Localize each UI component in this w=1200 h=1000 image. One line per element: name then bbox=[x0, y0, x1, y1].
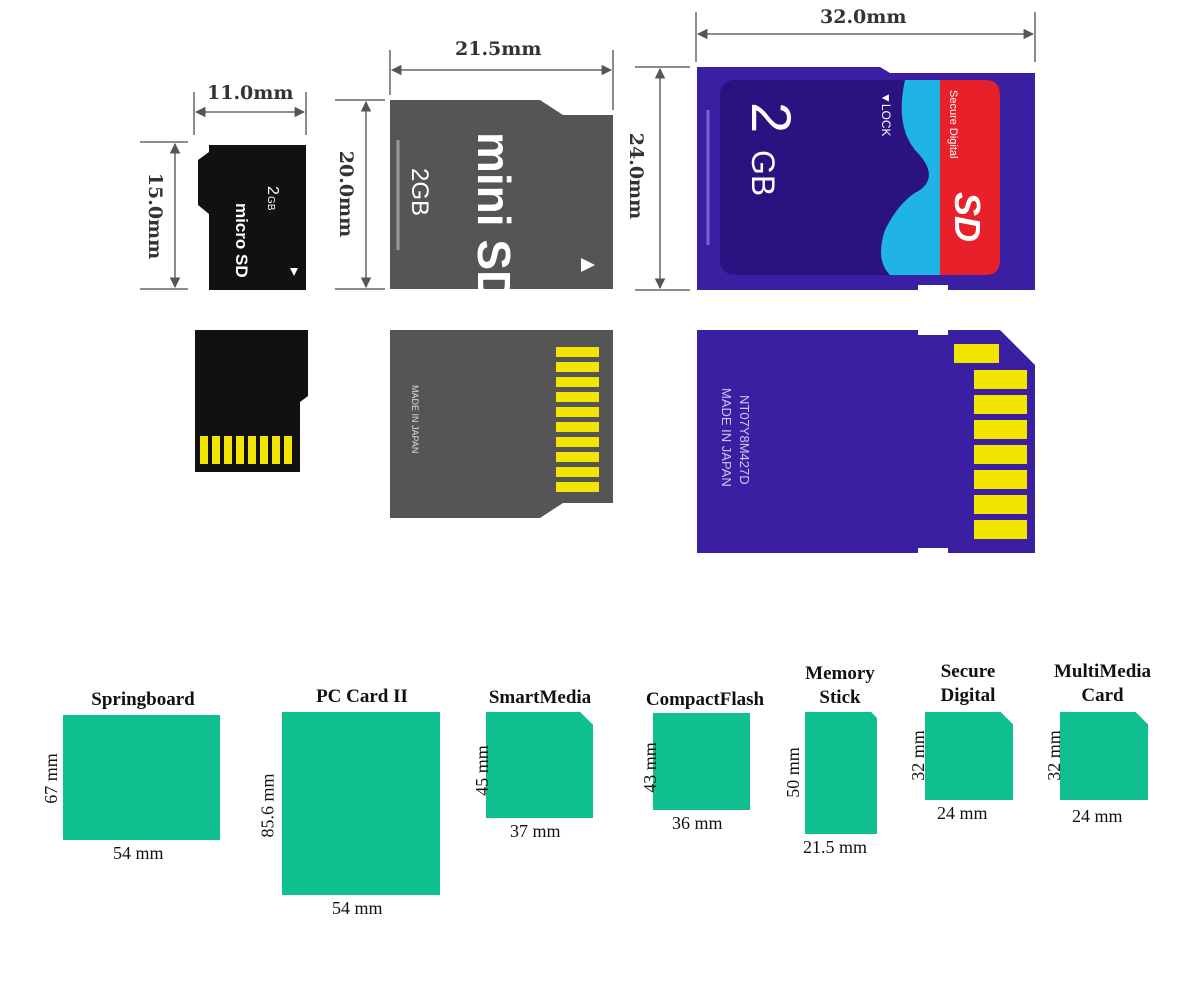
format-card bbox=[805, 712, 877, 834]
sd-back-text: MADE IN JAPAN bbox=[719, 388, 734, 487]
format-title: MultiMedia Card bbox=[1053, 661, 1152, 706]
sd-brand-text: Secure Digital bbox=[947, 90, 959, 158]
minisd-arrow-icon bbox=[581, 258, 595, 272]
format-width-label: 36 mm bbox=[672, 813, 723, 833]
format-height-label: 50 mm bbox=[782, 747, 803, 798]
format-height-label: 67 mm bbox=[40, 753, 61, 804]
minisd-back-text: MADE IN JAPAN bbox=[410, 385, 420, 453]
format-card bbox=[282, 712, 440, 895]
sd-back-code: NT07Y8M427D bbox=[737, 395, 752, 485]
format-title: Springboard bbox=[91, 689, 195, 710]
format-height-label: 32 mm bbox=[1043, 730, 1064, 781]
format-width-label: 54 mm bbox=[332, 898, 383, 918]
format-width-label: 24 mm bbox=[937, 803, 988, 823]
format-title: PC Card II bbox=[316, 686, 408, 707]
format-width-label: 37 mm bbox=[510, 821, 561, 841]
microsd-height-label: 15.0mm bbox=[144, 172, 167, 260]
format-height-label: 45 mm bbox=[471, 745, 492, 796]
minisd-width-label: 21.5mm bbox=[455, 38, 542, 60]
sd-back: NT07Y8M427D MADE IN JAPAN bbox=[697, 329, 1035, 554]
sd-capacity: 2 bbox=[740, 102, 803, 133]
sd-width-label: 32.0mm bbox=[820, 6, 907, 28]
format-title: SmartMedia bbox=[488, 687, 592, 708]
format-width-label: 24 mm bbox=[1072, 806, 1123, 826]
sd-front: 2 GB ▼LOCK Secure Digital SD bbox=[697, 66, 1035, 291]
format-card bbox=[486, 712, 593, 818]
format-width-label: 21.5 mm bbox=[803, 837, 868, 857]
format-title: Secure Digital bbox=[940, 661, 996, 706]
microsd-back bbox=[195, 330, 308, 472]
format-title: CompactFlash bbox=[645, 689, 765, 710]
format-card bbox=[63, 715, 220, 840]
format-title: Memory Stick bbox=[805, 663, 875, 708]
microsd-logo: micro SD bbox=[232, 203, 251, 278]
format-card bbox=[653, 713, 750, 810]
format-height-label: 43 mm bbox=[639, 742, 660, 793]
sd-logo: SD bbox=[947, 192, 988, 242]
microsd-front: 2 GB micro SD bbox=[198, 145, 306, 290]
format-width-label: 54 mm bbox=[113, 843, 164, 863]
minisd-height-label: 20.0mm bbox=[335, 150, 358, 238]
format-height-label: 32 mm bbox=[907, 730, 928, 781]
sd-lock-label: ▼LOCK bbox=[879, 92, 893, 137]
sd-capacity-unit: GB bbox=[745, 150, 781, 196]
sd-height-label: 24.0mm bbox=[625, 132, 648, 220]
format-card bbox=[925, 712, 1013, 800]
minisd-front: 2GB mini SD bbox=[390, 100, 613, 303]
minisd-logo: mini SD bbox=[468, 132, 520, 303]
microsd-capacity: 2 bbox=[264, 186, 281, 195]
microsd-width-label: 11.0mm bbox=[207, 82, 294, 104]
minisd-back: MADE IN JAPAN bbox=[390, 330, 613, 518]
microsd-capacity-unit: GB bbox=[265, 196, 276, 211]
microsd-arrow-icon bbox=[290, 268, 298, 276]
minisd-capacity: 2GB bbox=[406, 168, 433, 216]
dimension-lines bbox=[140, 12, 1036, 291]
format-height-label: 85.6 mm bbox=[257, 773, 278, 838]
card-illustrations: 2 GB micro SD 2GB mini SD MADE IN JAPAN bbox=[140, 12, 1036, 554]
format-card bbox=[1060, 712, 1148, 800]
